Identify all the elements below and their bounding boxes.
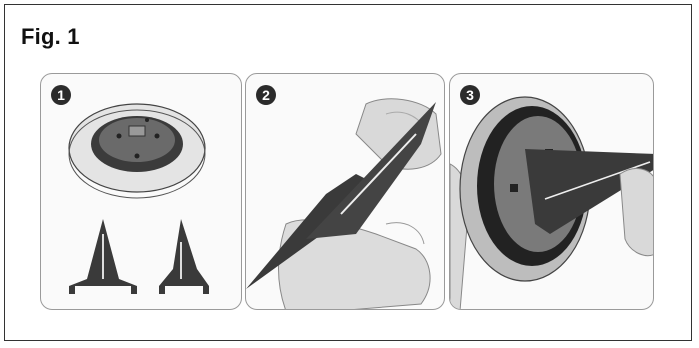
step-panel-3: 3 [449, 73, 654, 310]
step-panel-2: 2 [245, 73, 445, 310]
step-badge-3: 3 [460, 85, 480, 105]
stake-icon [69, 219, 137, 294]
hands-assembling-stake-illustration [246, 74, 445, 310]
step-badge-2: 2 [256, 85, 276, 105]
step-badge-1: 1 [51, 85, 71, 105]
stake-icon [159, 219, 209, 294]
stake-inserted-into-light-illustration [450, 74, 654, 310]
solar-light-base-and-stakes-illustration [41, 74, 242, 310]
figure-title: Fig. 1 [21, 24, 80, 50]
step-panel-1: 1 [40, 73, 242, 310]
